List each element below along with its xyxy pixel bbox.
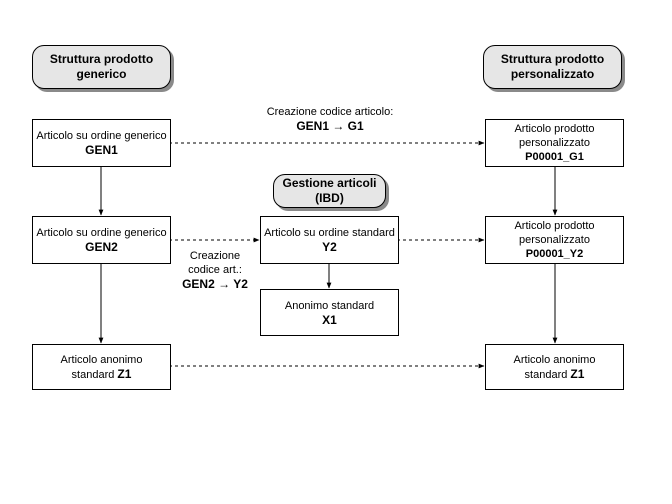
box-p00001-y2: Articolo prodotto personalizzato P00001_… [485, 216, 624, 264]
note-gen2-y2-l1: Creazione [189, 250, 241, 262]
note-gen1-g1-text: Creazione codice articolo: [266, 106, 394, 118]
z1-left-code: Z1 [117, 366, 132, 381]
box-gen2: Articolo su ordine generico GEN2 [32, 216, 171, 264]
note-gen2-y2-code: GEN2 → Y2 [182, 277, 248, 291]
g1-code: P00001_G1 [525, 151, 584, 163]
z1-left-label-l2: standard [71, 368, 115, 381]
note-gen2-y2: Creazione codice art.: GEN2 → Y2 [172, 249, 258, 291]
box-x1: Anonimo standard X1 [260, 289, 399, 336]
gen1-code: GEN1 [85, 143, 118, 157]
z1-left-label-l1: Articolo anonimo [60, 353, 143, 366]
py2-label-l2: personalizzato [519, 234, 590, 246]
gen2-label: Articolo su ordine generico [36, 227, 167, 239]
note-gen1-g1: Creazione codice articolo: GEN1 → G1 [240, 105, 420, 133]
py2-label-l1: Articolo prodotto [514, 220, 595, 232]
note-gen1-g1-code: GEN1 → G1 [296, 119, 364, 133]
y2-label: Articolo su ordine standard [264, 227, 395, 239]
z1-right-label-l2: standard [524, 368, 568, 381]
g1-label-l1: Articolo prodotto [514, 123, 595, 135]
z1-right-code: Z1 [570, 366, 585, 381]
box-gen1: Articolo su ordine generico GEN1 [32, 119, 171, 167]
gen1-label: Articolo su ordine generico [36, 130, 167, 142]
box-y2: Articolo su ordine standard Y2 [260, 216, 399, 264]
header-ibd: Gestione articoli(IBD) [273, 174, 386, 208]
box-z1-right: Articolo anonimo standard Z1 [485, 344, 624, 390]
py2-code: P00001_Y2 [525, 248, 584, 260]
box-z1-left: Articolo anonimo standard Z1 [32, 344, 171, 390]
note-gen2-y2-l2: codice art.: [188, 264, 242, 276]
box-p00001-g1: Articolo prodotto personalizzato P00001_… [485, 119, 624, 167]
gen2-code: GEN2 [85, 240, 118, 254]
g1-label-l2: personalizzato [519, 137, 590, 149]
y2-code: Y2 [322, 240, 337, 254]
x1-code: X1 [322, 312, 337, 327]
x1-label: Anonimo standard [284, 299, 375, 312]
z1-right-label-l1: Articolo anonimo [513, 353, 596, 366]
